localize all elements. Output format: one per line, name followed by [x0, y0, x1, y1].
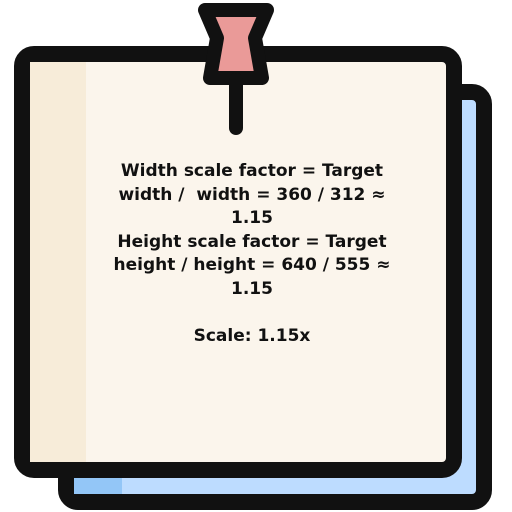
note-line: Scale: 1.15x [193, 325, 311, 346]
push-pin-icon [198, 3, 274, 135]
note-line: Width scale factor = Target [120, 161, 384, 181]
note-line: 1.15 [231, 278, 273, 299]
note-line: Height scale factor = Target [117, 231, 387, 252]
note-text: Width scale factor = Target width / widt… [92, 160, 412, 348]
note-line: width / width = 360 / 312 ≈ [118, 184, 386, 205]
note-blank-line [92, 301, 412, 325]
note-line: 1.15 [231, 208, 273, 228]
note-line: height / height = 640 / 555 ≈ [113, 255, 391, 275]
